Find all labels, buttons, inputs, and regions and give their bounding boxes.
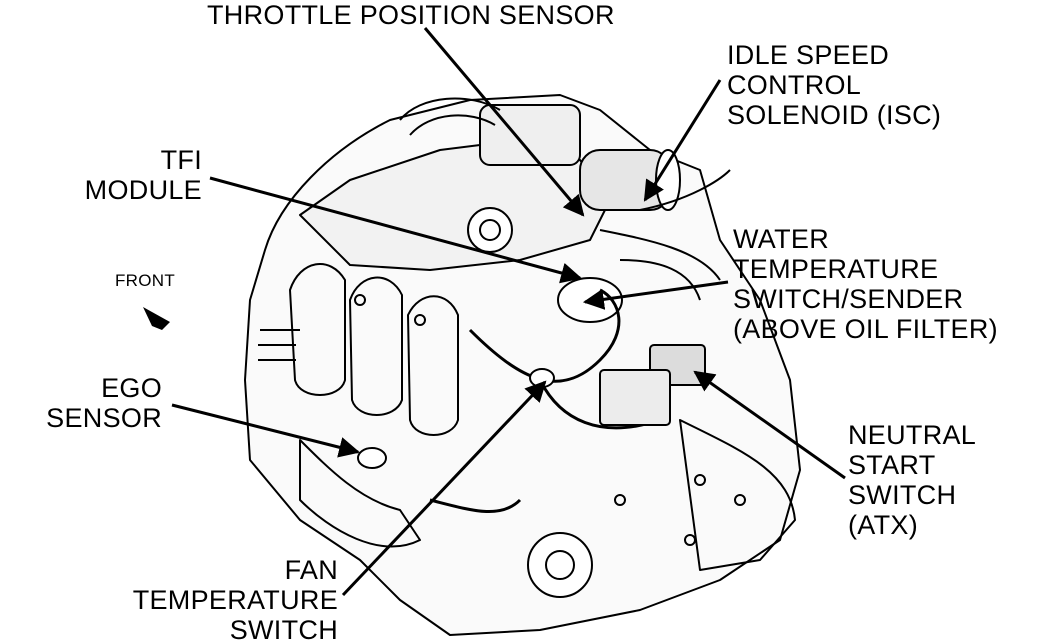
label-idle-speed-control: IDLE SPEED CONTROL SOLENOID (ISC) — [727, 40, 941, 130]
label-line: (ATX) — [848, 510, 918, 540]
label-tfi-module: TFI MODULE — [62, 145, 202, 205]
front-direction-arrow-icon — [143, 307, 170, 330]
label-throttle-position-sensor: THROTTLE POSITION SENSOR — [207, 0, 615, 30]
engine-block — [244, 94, 801, 636]
label-line: TFI — [160, 145, 202, 175]
label-line: TEMPERATURE — [733, 254, 939, 284]
label-line: SENSOR — [46, 403, 162, 433]
label-line: SOLENOID (ISC) — [727, 100, 942, 130]
label-line: (ABOVE OIL FILTER) — [733, 314, 998, 344]
label-line: FRONT — [115, 271, 176, 290]
label-line: NEUTRAL — [848, 420, 977, 450]
label-line: FAN — [284, 555, 338, 585]
label-front: FRONT — [115, 271, 175, 291]
leader-tfi-module — [209, 176, 583, 284]
label-line: MODULE — [84, 175, 202, 205]
label-neutral-start-switch: NEUTRAL START SWITCH (ATX) — [848, 420, 976, 540]
label-line: WATER — [733, 224, 829, 254]
label-line: SWITCH — [229, 615, 338, 644]
label-line: SWITCH/SENDER — [733, 284, 964, 314]
label-line: EGO — [101, 373, 162, 403]
label-line: THROTTLE POSITION SENSOR — [207, 0, 615, 30]
label-line: SWITCH — [848, 480, 957, 510]
label-ego-sensor: EGO SENSOR — [20, 373, 162, 433]
label-line: TEMPERATURE — [132, 585, 338, 615]
label-fan-temperature-switch: FAN TEMPERATURE SWITCH — [100, 555, 338, 644]
label-water-temperature: WATER TEMPERATURE SWITCH/SENDER (ABOVE O… — [733, 224, 998, 344]
leader-water-temp — [582, 280, 729, 310]
label-line: START — [848, 450, 936, 480]
leader-neutral-start — [693, 370, 846, 480]
leader-lines — [171, 27, 846, 597]
label-line: IDLE SPEED — [727, 40, 890, 70]
leader-idle-speed — [643, 79, 722, 202]
label-line: CONTROL — [727, 70, 862, 100]
leader-throttle-position — [423, 27, 585, 217]
leader-ego-sensor — [171, 403, 361, 458]
leader-fan-temp — [341, 380, 547, 597]
